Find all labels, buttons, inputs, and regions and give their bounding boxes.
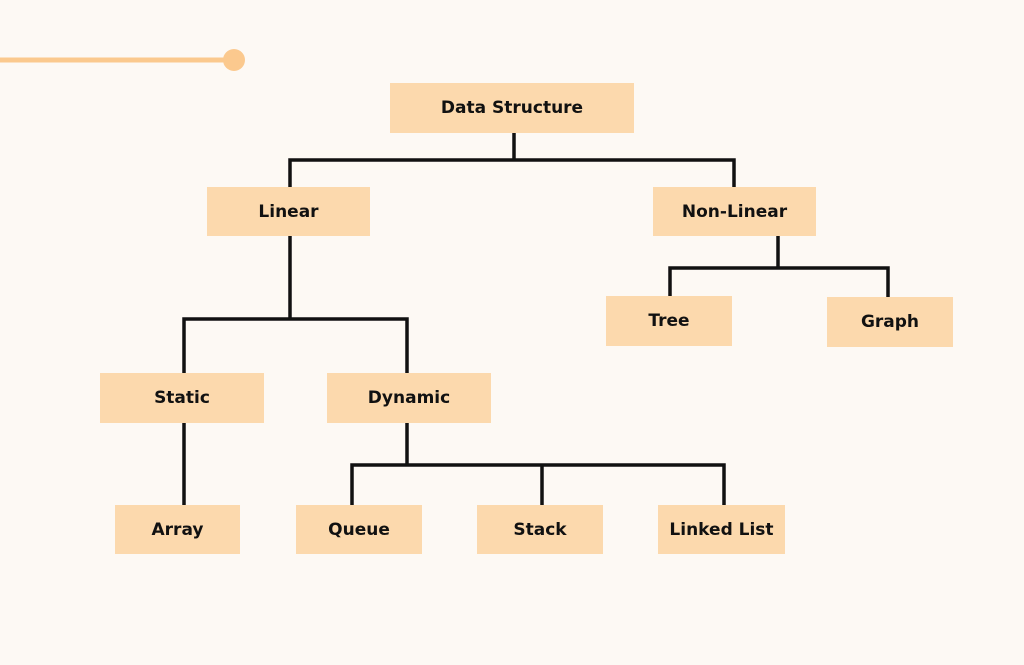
node-graph: Graph: [827, 297, 953, 347]
node-non-linear: Non-Linear: [653, 187, 816, 236]
node-data-structure: Data Structure: [390, 83, 634, 133]
node-linked-list: Linked List: [658, 505, 785, 554]
node-label: Array: [151, 519, 204, 540]
connector-nonlinear-children: [668, 234, 890, 299]
accent-dot: [223, 49, 245, 71]
connector-root-children: [288, 131, 736, 189]
connector-dynamic-children: [350, 421, 726, 507]
node-label: Linear: [258, 201, 319, 222]
node-label: Graph: [860, 312, 920, 332]
node-label: Dynamic: [367, 388, 451, 408]
node-label: Stack: [513, 519, 567, 540]
node-queue: Queue: [296, 505, 422, 554]
node-tree: Tree: [606, 296, 732, 346]
node-dynamic: Dynamic: [327, 373, 491, 423]
node-array: Array: [115, 505, 240, 554]
node-label: Non-Linear: [681, 201, 788, 222]
connector-linear-children: [182, 234, 409, 375]
node-label: Queue: [328, 519, 390, 540]
node-linear: Linear: [207, 187, 370, 236]
node-stack: Stack: [477, 505, 603, 554]
node-label: Tree: [648, 311, 690, 331]
decorative-accent: [0, 49, 245, 71]
connectors: [182, 131, 890, 507]
node-label: Linked List: [669, 519, 774, 540]
node-label: Data Structure: [440, 98, 584, 118]
node-label: Static: [154, 388, 210, 408]
node-static: Static: [100, 373, 264, 423]
